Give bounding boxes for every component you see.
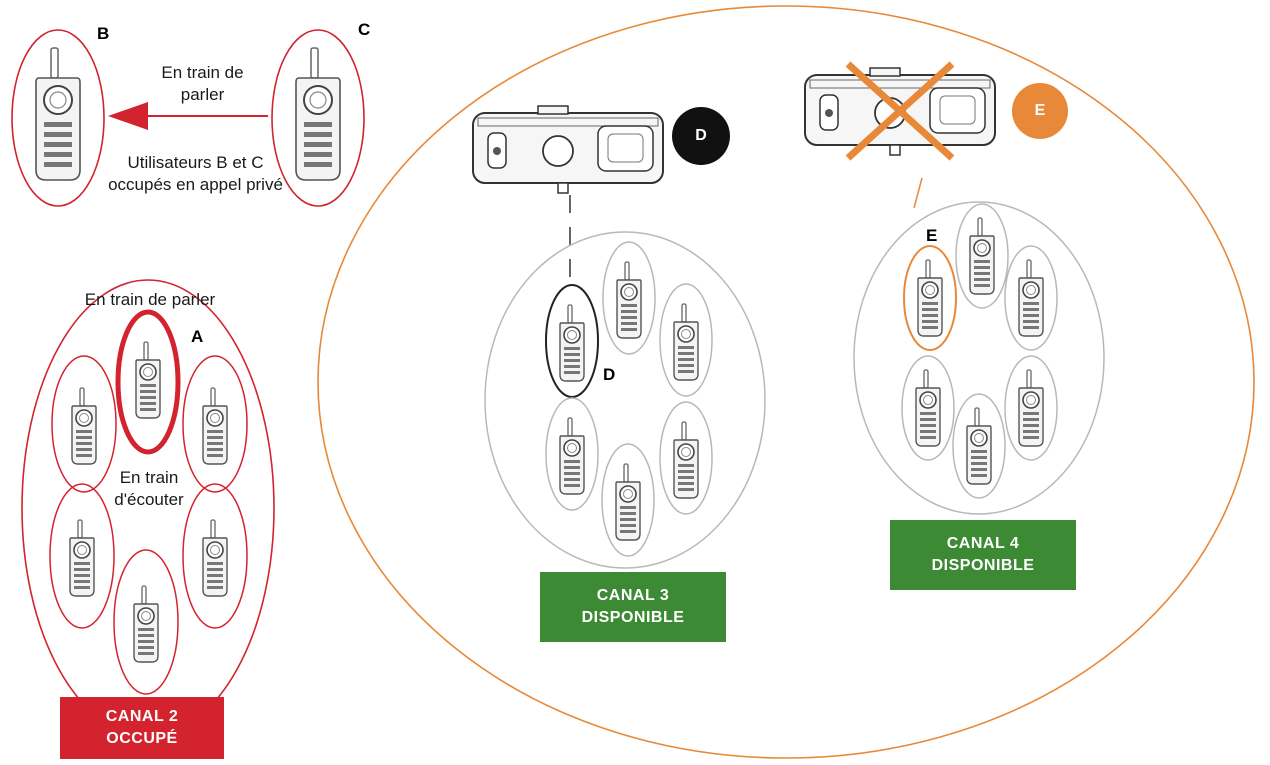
canal3-name: CANAL 3 bbox=[596, 587, 670, 604]
canal3-group-ellipse bbox=[484, 231, 766, 569]
badge-e: E bbox=[1012, 83, 1068, 139]
walkie-talkie-icon bbox=[559, 304, 585, 382]
letter-b: B bbox=[97, 24, 110, 43]
walkie-talkie-icon bbox=[202, 519, 228, 597]
device-a-ellipse bbox=[115, 309, 181, 455]
talking-label-a: En train de parler bbox=[84, 290, 216, 309]
canal4-state: DISPONIBLE bbox=[931, 557, 1035, 574]
walkie-talkie-icon bbox=[915, 369, 941, 447]
canal2-state: OCCUPÉ bbox=[106, 730, 178, 747]
walkie-talkie-icon bbox=[295, 47, 341, 181]
arrow-left-icon bbox=[108, 102, 268, 130]
canal2-status-box: CANAL 2 OCCUPÉ bbox=[60, 697, 224, 759]
canal4-group-ellipse bbox=[853, 201, 1105, 515]
walkie-talkie-icon bbox=[133, 585, 159, 663]
walkie-talkie-icon bbox=[673, 303, 699, 381]
walkie-talkie-icon bbox=[135, 341, 161, 419]
walkie-talkie-icon bbox=[673, 421, 699, 499]
walkie-talkie-icon bbox=[966, 407, 992, 485]
walkie-talkie-icon bbox=[202, 387, 228, 465]
device-b-ellipse bbox=[11, 29, 105, 207]
walkie-talkie-icon bbox=[71, 387, 97, 465]
talking-label-c: En train de parler bbox=[161, 63, 244, 104]
letter-a: A bbox=[191, 327, 204, 346]
walkie-talkie-icon bbox=[1018, 369, 1044, 447]
walkie-talkie-icon bbox=[69, 519, 95, 597]
walkie-talkie-icon bbox=[35, 47, 81, 181]
canal2-name: CANAL 2 bbox=[105, 708, 179, 725]
device-c-ellipse bbox=[271, 29, 365, 207]
badge-d: D bbox=[672, 107, 730, 165]
walkie-talkie-icon bbox=[616, 261, 642, 339]
listening-label: En train d'écouter bbox=[114, 468, 184, 509]
canal3-status-box: CANAL 3 DISPONIBLE bbox=[540, 572, 726, 642]
letter-e-device: E bbox=[926, 226, 938, 245]
canal3-state: DISPONIBLE bbox=[581, 609, 685, 626]
big-area-ellipse bbox=[317, 5, 1255, 759]
walkie-talkie-icon bbox=[559, 417, 585, 495]
radio-top-view-icon bbox=[472, 105, 664, 194]
walkie-talkie-icon bbox=[917, 259, 943, 337]
canal4-status-box: CANAL 4 DISPONIBLE bbox=[890, 520, 1076, 590]
walkie-talkie-icon bbox=[1018, 259, 1044, 337]
letter-c: C bbox=[358, 20, 371, 39]
cross-icon bbox=[845, 61, 955, 161]
walkie-talkie-icon bbox=[969, 217, 995, 295]
device-d-ellipse bbox=[545, 284, 599, 398]
walkie-talkie-icon bbox=[615, 463, 641, 541]
letter-d-device: D bbox=[603, 365, 616, 384]
private-call-label: Utilisateurs B et C occupés en appel pri… bbox=[108, 153, 283, 194]
device-e-ellipse bbox=[903, 245, 957, 351]
canal4-name: CANAL 4 bbox=[946, 535, 1020, 552]
